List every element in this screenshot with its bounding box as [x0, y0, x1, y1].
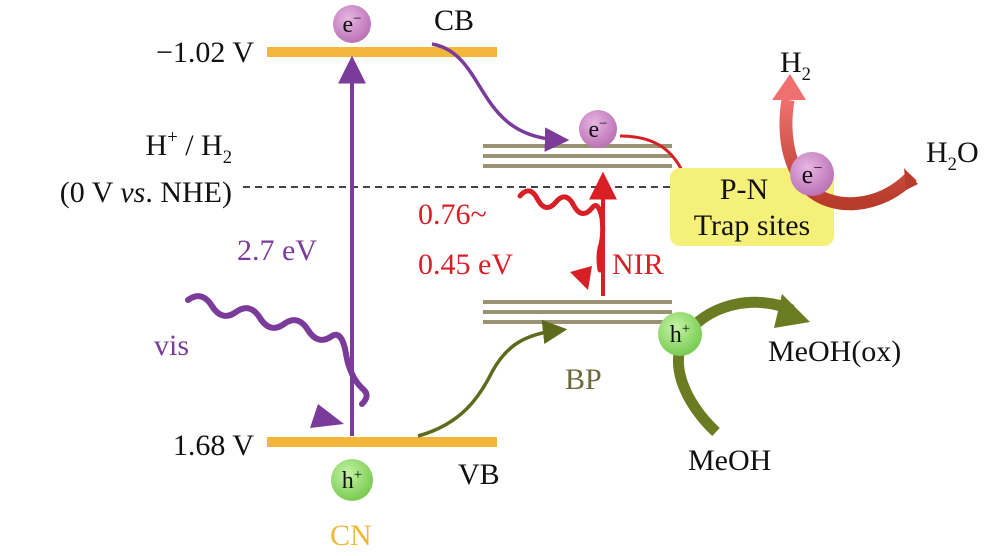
- h2-arrowhead: [772, 74, 806, 100]
- nir-light-arrowhead: [570, 266, 592, 290]
- cn-label: CN: [330, 519, 372, 552]
- vb-potential-label: 1.68 V: [173, 429, 254, 462]
- hole-cn-sup: +: [354, 467, 362, 483]
- reference-potential-label: (0 V vs. NHE): [60, 176, 232, 209]
- hole-bp-sup: +: [682, 321, 690, 337]
- bp-bandgap-label-1: 0.76~: [418, 198, 487, 231]
- electron-bp: e−: [579, 110, 617, 148]
- hole-cn-label: h: [342, 468, 354, 494]
- electron-cn-sup: −: [353, 11, 361, 27]
- electron-transfer-arrow: [431, 42, 570, 152]
- meoh-ox-arrowhead: [774, 294, 810, 328]
- h2o-label: H2O: [926, 136, 979, 175]
- reference-redox-label: H+ / H2: [146, 127, 232, 168]
- svg-text:e−: e−: [342, 11, 361, 38]
- electron-trap-label: e: [802, 160, 814, 189]
- trap-label-2: Trap sites: [694, 209, 810, 242]
- hole-cn: h+: [331, 459, 373, 501]
- cb-potential-label: −1.02 V: [156, 36, 254, 69]
- svg-text:e−: e−: [588, 116, 607, 143]
- vb-label: VB: [458, 458, 500, 491]
- svg-text:h+: h+: [670, 321, 690, 348]
- h2o-arrow-tail: [904, 168, 918, 190]
- meoh-label: MeOH: [688, 444, 771, 477]
- electron-cn-label: e: [342, 12, 353, 38]
- electron-cn: e−: [333, 5, 371, 43]
- cn-conduction-band: [267, 47, 497, 57]
- bp-label: BP: [565, 363, 602, 396]
- h2-product-label: H2: [780, 46, 811, 85]
- bp-conduction-band: [483, 144, 672, 168]
- cn-bandgap-label: 2.7 eV: [237, 234, 317, 267]
- trap-label-1: P-N: [720, 173, 768, 206]
- hole-transfer-arrow: [417, 319, 568, 438]
- nir-label: NIR: [612, 248, 664, 281]
- svg-text:h+: h+: [342, 467, 362, 494]
- nir-light-wave: [517, 188, 606, 273]
- vis-light-wave: [185, 293, 370, 407]
- electron-bp-label: e: [588, 117, 599, 143]
- vis-light-arrowhead: [310, 404, 344, 428]
- electron-trap: e−: [790, 152, 834, 196]
- vis-label: vis: [154, 329, 189, 362]
- bp-bandgap-label-2: 0.45 eV: [418, 248, 513, 281]
- trap-sites-box: [670, 168, 834, 246]
- electron-bp-sup: −: [599, 116, 607, 132]
- cn-valence-band: [267, 437, 497, 447]
- hole-bp-label: h: [670, 322, 682, 348]
- cb-label: CB: [434, 4, 474, 37]
- svg-text:e−: e−: [802, 160, 823, 189]
- hole-bp: h+: [658, 312, 702, 356]
- bp-valence-band: [483, 300, 672, 324]
- meoh-ox-label: MeOH(ox): [768, 335, 901, 368]
- electron-trap-sup: −: [813, 160, 822, 177]
